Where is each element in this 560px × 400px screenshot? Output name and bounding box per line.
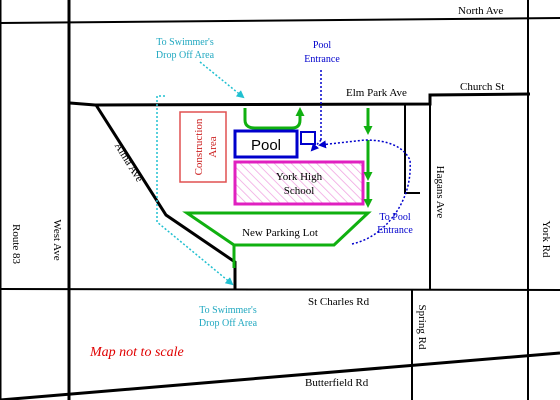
swimmer-bottom-line2: Drop Off Area — [199, 318, 258, 329]
pool-entrance-route — [310, 70, 411, 245]
new-parking-lot: New Parking Lot — [182, 211, 372, 268]
swimmer-top-line2: Drop Off Area — [156, 50, 215, 61]
swimmer-annotations: To Swimmer's Drop Off Area To Swimmer's … — [156, 37, 258, 329]
st-charles-rd-label: St Charles Rd — [308, 296, 370, 308]
school-label-line2: School — [284, 185, 315, 197]
alma-ave-road — [94, 104, 237, 290]
york-high-school: York High School — [233, 160, 365, 206]
scale-note: Map not to scale — [89, 345, 184, 360]
alma-ave-label: Alma Ave — [112, 141, 146, 185]
west-ave-label: West Ave — [51, 219, 63, 260]
pool-entrance-right-line1: To Pool — [379, 212, 410, 223]
north-ave-label: North Ave — [458, 5, 503, 17]
pool-entrance-annotations: Pool Entrance To Pool Entrance — [304, 40, 413, 236]
elm-park-ave-label: Elm Park Ave — [346, 87, 407, 99]
pool-entrance-top-line2: Entrance — [304, 54, 340, 65]
spring-rd-label: Spring Rd — [416, 305, 428, 350]
green-traffic-flow — [243, 107, 373, 208]
york-rd-label: York Rd — [540, 220, 552, 258]
route-83-label: Route 83 — [10, 224, 22, 265]
butterfield-rd-label: Butterfield Rd — [305, 377, 369, 389]
swimmer-route — [156, 61, 245, 286]
church-st-label: Church St — [460, 81, 504, 93]
church-st-road — [69, 92, 531, 107]
st-charles-rd-road — [0, 288, 560, 291]
inner-road-stub — [404, 105, 420, 194]
construction-label-line2: Area — [207, 136, 219, 157]
pool-label: Pool — [251, 137, 281, 154]
construction-area: Construction Area — [179, 111, 227, 183]
swimmer-top-line1: To Swimmer's — [156, 37, 214, 48]
butterfield-rd-road — [0, 351, 560, 400]
pool-entrance-right-line2: Entrance — [377, 225, 413, 236]
north-ave-road — [0, 17, 560, 24]
school-label-line1: York High — [276, 171, 323, 183]
swimmer-bottom-line1: To Swimmer's — [199, 305, 257, 316]
parking-label: New Parking Lot — [242, 227, 318, 239]
hagans-ave-label: Hagans Ave — [434, 166, 446, 219]
pool-building: Pool — [233, 129, 316, 159]
construction-label-line1: Construction — [193, 118, 205, 175]
pool-entrance-top-line1: Pool — [313, 40, 332, 51]
